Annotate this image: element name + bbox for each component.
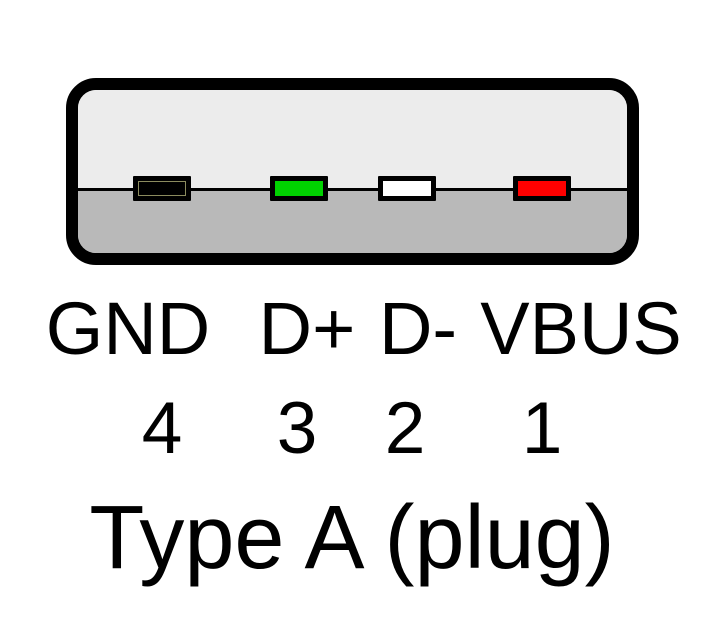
pin-number-3: 3 (276, 388, 318, 469)
pin-label-vbus: VBUS (480, 287, 682, 370)
usb-connector-shell (66, 78, 639, 265)
connector-housing-top (78, 90, 627, 188)
pin-contact-dminus (378, 176, 436, 201)
diagram-title: Type A (plug) (89, 488, 615, 588)
pin-contact-dplus (270, 176, 328, 201)
pin-label-dplus: D+ (258, 287, 356, 370)
contact-plate-edge-line (78, 188, 627, 191)
pin-number-2: 2 (384, 388, 426, 469)
pin-contact-vbus (513, 176, 571, 201)
connector-housing-bottom (78, 191, 627, 253)
pin-contact-gnd (133, 176, 191, 201)
pin-number-4: 4 (141, 388, 183, 469)
pin-number-1: 1 (521, 388, 563, 469)
pin-label-gnd: GND (45, 287, 211, 370)
pin-label-dminus: D- (378, 287, 458, 370)
